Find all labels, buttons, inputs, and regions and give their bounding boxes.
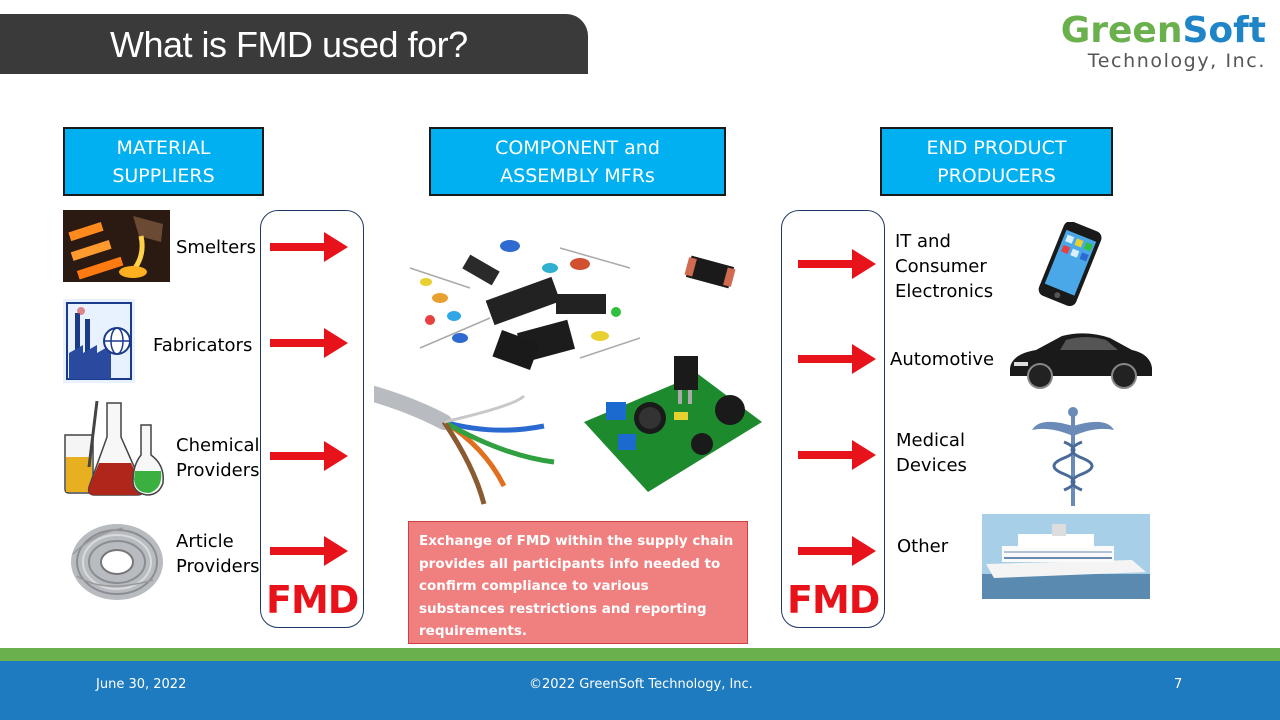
greensoft-logo: GreenSoft Technology, Inc. xyxy=(1061,12,1266,72)
footer-copyright: ©2022 GreenSoft Technology, Inc. xyxy=(529,677,753,692)
arrow-right-icon xyxy=(268,324,352,362)
automotive-label: Automotive xyxy=(890,347,994,372)
fmd-label-right: FMD xyxy=(787,578,879,622)
footer-date: June 30, 2022 xyxy=(96,677,186,692)
chemical-providers-label: Chemical Providers xyxy=(176,433,260,483)
other-label: Other xyxy=(897,534,948,559)
arrow-right-icon xyxy=(796,436,880,474)
caduceus-icon xyxy=(1030,406,1116,508)
lab-flasks-icon xyxy=(63,397,166,497)
arrow-right-icon xyxy=(268,532,352,570)
material-suppliers-header: MATERIAL SUPPLIERS xyxy=(63,127,264,196)
logo-blue-text: Soft xyxy=(1182,10,1266,51)
component-assembly-header: COMPONENT and ASSEMBLY MFRs xyxy=(429,127,726,196)
cruise-ship-icon xyxy=(982,514,1150,599)
article-providers-label: Article Providers xyxy=(176,529,260,579)
arrow-right-icon xyxy=(796,340,880,378)
smartphone-icon xyxy=(1030,222,1112,306)
arrow-right-icon xyxy=(268,228,352,266)
fabricators-label: Fabricators xyxy=(153,333,252,358)
wire-coil-icon xyxy=(63,514,168,606)
footer-green-strip xyxy=(0,648,1280,661)
end-product-producers-header: END PRODUCT PRODUCERS xyxy=(880,127,1113,196)
page-number: 7 xyxy=(1174,677,1182,692)
logo-green-text: Green xyxy=(1061,10,1183,51)
smelters-label: Smelters xyxy=(176,235,256,260)
arrow-right-icon xyxy=(268,437,352,475)
arrow-right-icon xyxy=(796,245,880,283)
slide-title: What is FMD used for? xyxy=(110,24,468,66)
logo-subtitle: Technology, Inc. xyxy=(1061,50,1266,72)
fmd-label-left: FMD xyxy=(266,578,358,622)
sports-car-icon xyxy=(1006,328,1154,390)
medical-devices-label: Medical Devices xyxy=(896,428,967,478)
factory-globe-icon xyxy=(63,299,135,383)
network-cable-icon xyxy=(374,386,564,510)
smd-chip-icon xyxy=(682,253,738,293)
it-consumer-electronics-label: IT and Consumer Electronics xyxy=(895,229,993,304)
arrow-right-icon xyxy=(796,532,880,570)
circuit-board-icon xyxy=(578,352,764,498)
fmd-exchange-info-box: Exchange of FMD within the supply chain … xyxy=(408,521,748,644)
molten-metal-pour-icon xyxy=(63,210,170,282)
